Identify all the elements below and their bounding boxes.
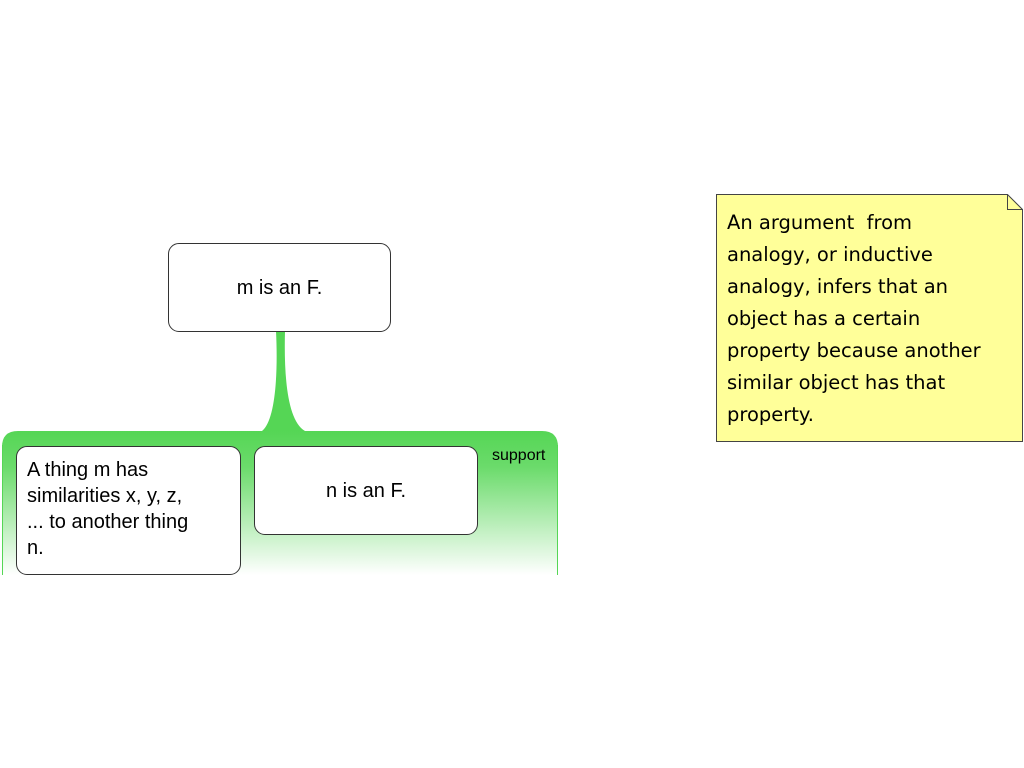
note-line: analogy, or inductive	[727, 243, 933, 266]
note-line: property.	[727, 403, 814, 426]
conclusion-text: m is an F.	[236, 276, 323, 299]
conclusion-box[interactable]: m is an F.	[168, 243, 391, 332]
note-line: object has a certain	[727, 307, 921, 330]
premise-line: A thing m has	[27, 459, 149, 481]
support-label: support	[492, 447, 546, 464]
note-folded-corner	[1007, 194, 1023, 210]
note-line: property because another	[727, 339, 981, 362]
note-background	[716, 194, 1023, 442]
premise-line: similarities x, y, z,	[27, 485, 183, 507]
note-line: An argument from	[727, 211, 913, 234]
premise-box-n-is-f[interactable]: n is an F.	[254, 446, 478, 535]
premise-line: n.	[27, 537, 44, 559]
premise-line: ... to another thing	[27, 511, 189, 533]
note-line: analogy, infers that an	[727, 275, 949, 298]
sticky-note[interactable]: An argument from analogy, or inductive a…	[716, 194, 1023, 442]
note-line: similar object has that	[727, 371, 946, 394]
premise-text: n is an F.	[325, 479, 407, 502]
premise-box-similarities[interactable]: A thing m has similarities x, y, z, ... …	[16, 446, 241, 575]
support-link	[262, 331, 305, 431]
